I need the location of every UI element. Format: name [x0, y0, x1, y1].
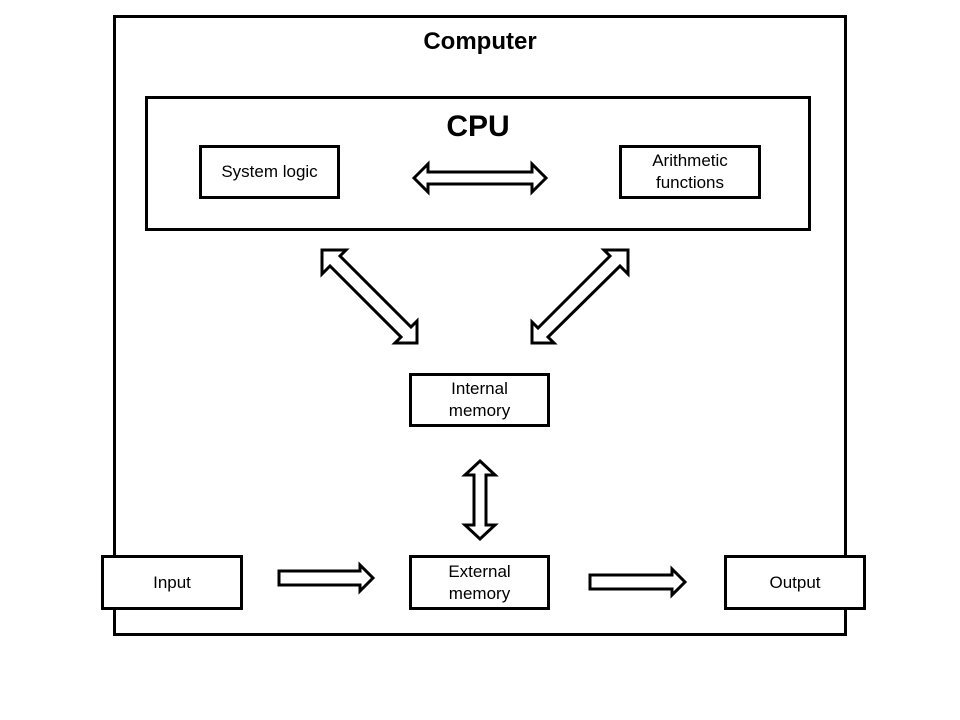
system-logic-box: System logic — [199, 145, 340, 199]
arithmetic-to-internal-memory-double-arrow — [530, 248, 630, 345]
input-to-external-memory-arrow — [277, 561, 376, 595]
internal-external-memory-double-arrow — [461, 458, 499, 542]
computer-title: Computer — [423, 28, 537, 55]
arithmetic-functions-box: Arithmetic functions — [619, 145, 761, 199]
internal-memory-box: Internal memory — [409, 373, 550, 427]
system-logic-to-internal-memory-double-arrow — [320, 248, 419, 345]
external-memory-to-output-arrow — [588, 565, 688, 599]
output-box: Output — [724, 555, 866, 610]
cpu-title: CPU — [446, 110, 510, 143]
cpu-internal-double-arrow — [411, 160, 549, 196]
external-memory-box: External memory — [409, 555, 550, 610]
input-box: Input — [101, 555, 243, 610]
